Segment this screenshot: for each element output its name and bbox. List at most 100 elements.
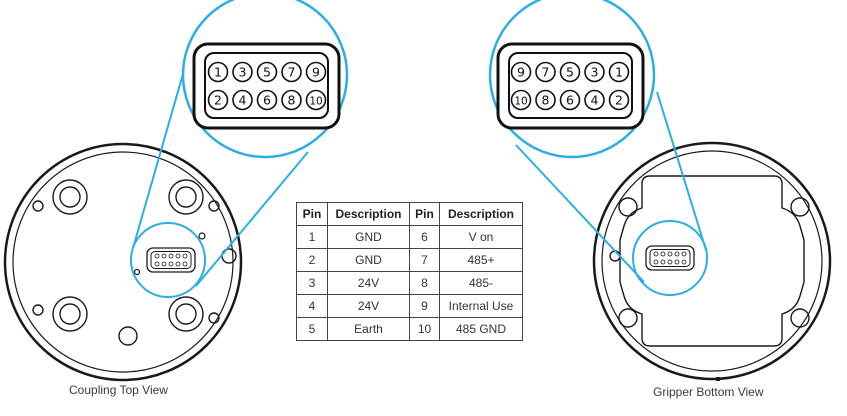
gripper-pin-7: 7 [535, 61, 556, 83]
pin-circle [535, 89, 556, 111]
magnifier-line-left-2 [195, 151, 309, 287]
pin-number: 2 [615, 93, 623, 108]
coupling-small-hole-left [32, 200, 44, 212]
table-row: 1 GND 6 V on [296, 225, 523, 249]
gripper-inner-rim [601, 150, 823, 372]
gripper-connector-small [645, 245, 695, 271]
header-pin: Pin [296, 202, 328, 226]
coupling-pin-5: 5 [256, 61, 278, 83]
table-cell: 485 GND [439, 317, 523, 341]
coupling-outer-rim [3, 142, 243, 382]
pin-circle [559, 61, 581, 83]
table-row: 3 24V 8 485- [296, 271, 523, 295]
gripper-pin-9: 9 [510, 61, 532, 83]
pin-number: 1 [214, 65, 222, 80]
coupling-bolt-hole-top-left [52, 179, 88, 215]
coupling-pin-8: 8 [281, 89, 302, 111]
gripper-hole-top-right [790, 197, 810, 217]
table-cell: 5 [296, 317, 328, 341]
coupling-small-hole-bottom-right [208, 312, 220, 324]
pin-number: 8 [288, 93, 296, 108]
table-cell: 485- [439, 271, 523, 295]
table-cell: 1 [296, 225, 328, 249]
gripper-connector-highlight [632, 220, 708, 296]
gripper-pin-4: 4 [584, 89, 605, 111]
pin-number: 5 [566, 65, 574, 80]
pin-circle [608, 89, 630, 111]
pin-number: 4 [591, 93, 599, 108]
table-cell: 485+ [439, 248, 523, 272]
coupling-pin-1: 1 [207, 61, 229, 83]
pin-circle [510, 61, 532, 83]
pin-circle [305, 89, 327, 111]
gripper-hole-bottom-left [618, 308, 638, 328]
coupling-inner-rim [12, 151, 234, 373]
gripper-pin-10: 10 [510, 89, 532, 111]
table-row: 5 Earth 10 485 GND [296, 317, 523, 341]
coupling-dowel-bottom [133, 268, 141, 276]
pin-number: 7 [288, 65, 296, 80]
coupling-pin-7: 7 [281, 61, 302, 83]
pin-number: 2 [214, 93, 222, 108]
gripper-plate-outline [619, 175, 805, 347]
gripper-hole-bottom-right [790, 308, 810, 328]
header-description: Description [327, 202, 410, 226]
gripper-pin-6: 6 [559, 89, 581, 111]
table-cell: 2 [296, 248, 328, 272]
header-pin-2: Pin [409, 202, 440, 226]
table-row: 2 GND 7 485+ [296, 248, 523, 272]
pin-circle [584, 61, 605, 83]
pin-circle [281, 89, 302, 111]
pin-circle [256, 61, 278, 83]
coupling-pin-3: 3 [232, 61, 253, 83]
table-cell: 24V [327, 271, 410, 295]
gripper-pin-2: 2 [608, 89, 630, 111]
pin-circle [207, 89, 229, 111]
table-cell: 7 [409, 248, 440, 272]
pin-number: 10 [514, 96, 527, 108]
table-cell: Internal Use [439, 294, 523, 318]
table-cell: 4 [296, 294, 328, 318]
coupling-pin-6: 6 [256, 89, 278, 111]
pin-circle [608, 61, 630, 83]
gripper-bottom-mark [716, 377, 720, 381]
magnifier-line-right-2 [656, 91, 707, 251]
gripper-pin-5: 5 [559, 61, 581, 83]
coupling-center-bottom-hole [118, 326, 138, 346]
pin-circle [281, 61, 302, 83]
pin-circle [207, 61, 229, 83]
pin-circle [305, 61, 327, 83]
pin-number: 6 [263, 93, 271, 108]
coupling-connector-small [146, 247, 196, 273]
pin-circle [559, 89, 581, 111]
pin-number: 4 [239, 93, 247, 108]
coupling-bolt-hole-bottom-right [168, 296, 204, 332]
pin-number: 1 [615, 65, 623, 80]
pin-description-table: Pin Description Pin Description 1 GND 6 … [296, 202, 523, 341]
pin-circle [510, 89, 532, 111]
pin-circle [584, 89, 605, 111]
table-row: 4 24V 9 Internal Use [296, 294, 523, 318]
pin-table-header-row: Pin Description Pin Description [296, 202, 523, 226]
coupling-connector-highlight [130, 222, 206, 298]
coupling-pin-2: 2 [207, 89, 229, 111]
gripper-bottom-view-caption: Gripper Bottom View [653, 385, 764, 399]
table-cell: 10 [409, 317, 440, 341]
pin-circle [535, 61, 556, 83]
header-description-2: Description [439, 202, 523, 226]
pin-number: 9 [517, 65, 525, 80]
magnifier-line-right-1 [515, 144, 645, 283]
pin-number: 9 [312, 65, 320, 80]
pin-number: 6 [566, 93, 574, 108]
gripper-outer-rim [592, 141, 832, 381]
table-cell: 8 [409, 271, 440, 295]
table-cell: 3 [296, 271, 328, 295]
gripper-pin-3: 3 [584, 61, 605, 83]
coupling-pin-9: 9 [305, 61, 327, 83]
table-cell: GND [327, 248, 410, 272]
